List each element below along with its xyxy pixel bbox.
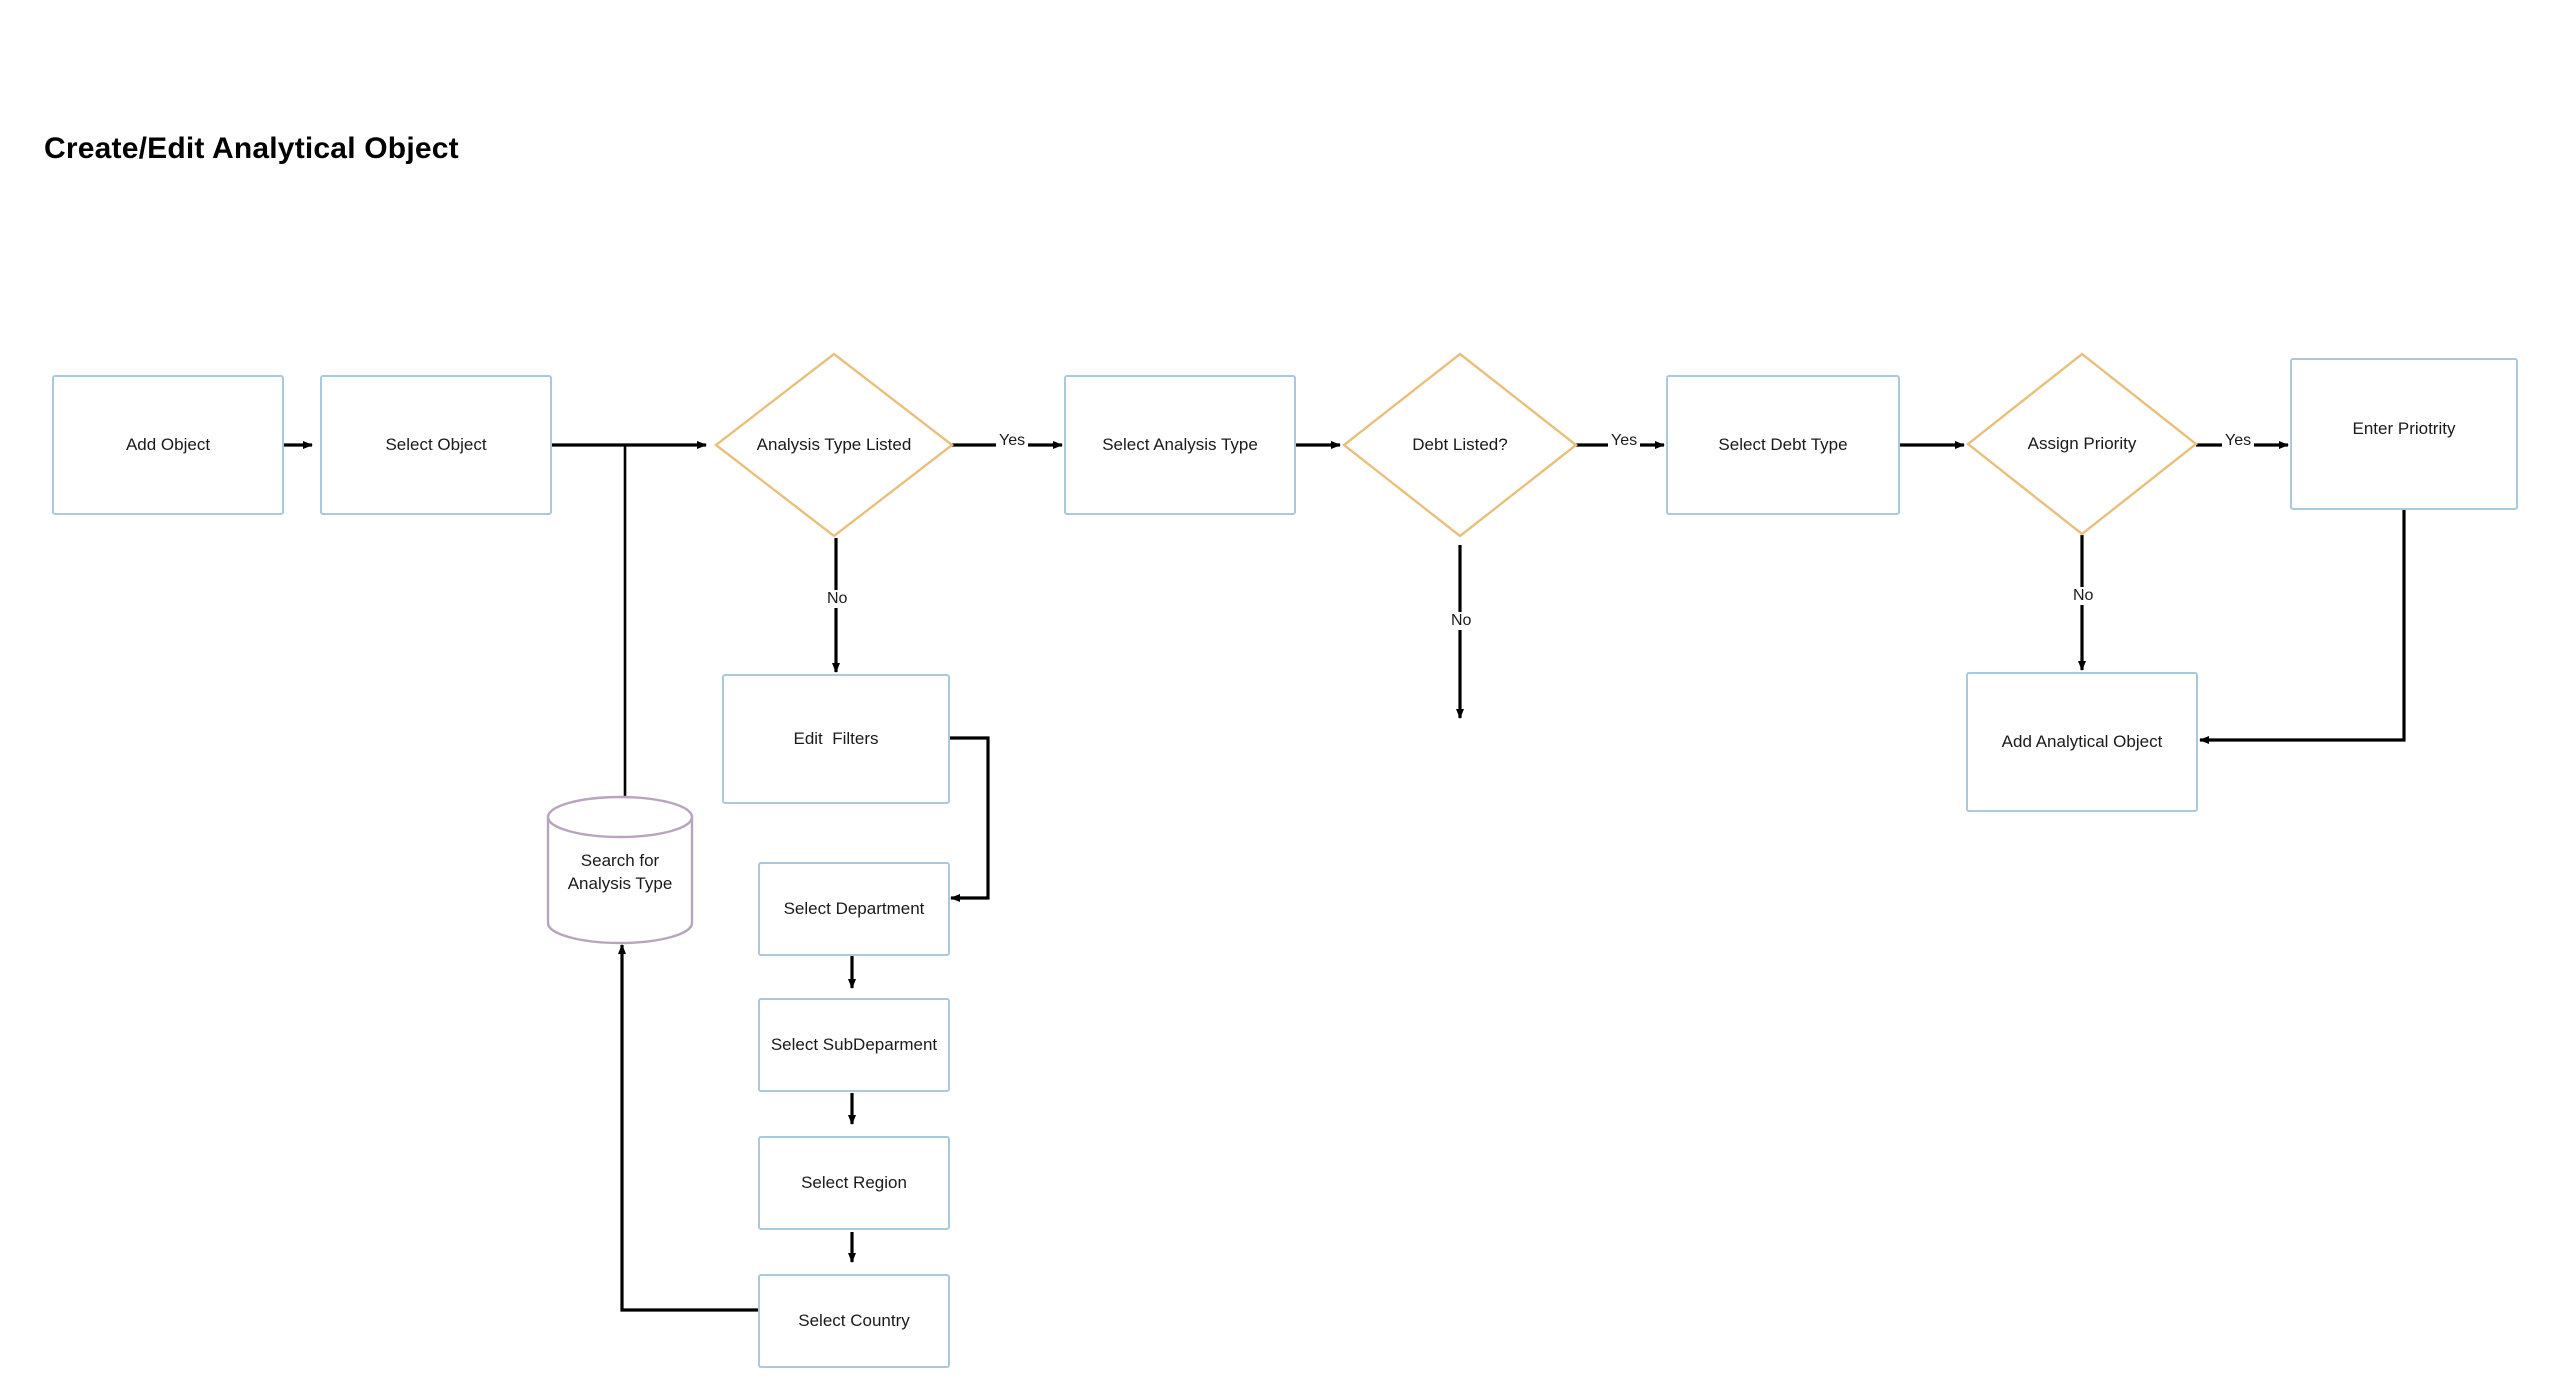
edge-label-no-2: No: [1448, 612, 1475, 630]
node-select-department[interactable]: Select Department: [758, 862, 950, 956]
node-label: Select SubDeparment: [770, 1034, 938, 1054]
node-label: Select Region: [801, 1172, 907, 1192]
node-label: Select Object: [385, 434, 487, 454]
edge-country-to-datastore: [618, 944, 758, 1312]
edge-priotrity-to-add: [2199, 510, 2406, 744]
node-label: Add Analytical Object: [2001, 731, 2163, 751]
node-assign-priority[interactable]: Assign Priority: [1966, 352, 2198, 536]
node-enter-priotrity[interactable]: Enter Priotrity: [2290, 358, 2518, 510]
node-label: Assign Priority: [2027, 434, 2137, 453]
edge-label-no-1: No: [824, 590, 851, 608]
node-select-region[interactable]: Select Region: [758, 1136, 950, 1230]
edge-filters-to-department: [950, 736, 990, 902]
node-select-subdeparment[interactable]: Select SubDeparment: [758, 998, 950, 1092]
node-edit-filters[interactable]: Edit Filters: [722, 674, 950, 804]
node-select-debt-type[interactable]: Select Debt Type: [1666, 375, 1900, 515]
node-label: Add Object: [125, 434, 211, 454]
node-select-object[interactable]: Select Object: [320, 375, 552, 515]
node-label: Select Country: [798, 1310, 910, 1330]
node-label: Analysis Type Listed: [756, 435, 912, 454]
edge-label-yes-1: Yes: [996, 432, 1029, 450]
page-title: Create/Edit Analytical Object: [44, 132, 459, 165]
node-label: Edit Filters: [793, 728, 879, 748]
edge-label-no-3: No: [2070, 587, 2097, 605]
node-add-analytical-object[interactable]: Add Analytical Object: [1966, 672, 2198, 812]
node-label: Debt Listed?: [1412, 435, 1508, 454]
node-select-analysis-type[interactable]: Select Analysis Type: [1064, 375, 1296, 515]
edge-label-yes-3: Yes: [2222, 432, 2255, 450]
node-add-object[interactable]: Add Object: [52, 375, 284, 515]
node-label: Select Debt Type: [1718, 434, 1848, 454]
node-label: Search for Analysis Type: [567, 851, 673, 893]
node-search-analysis-type[interactable]: Search for Analysis Type: [546, 795, 694, 945]
node-analysis-type-listed[interactable]: Analysis Type Listed: [714, 352, 954, 538]
node-select-country[interactable]: Select Country: [758, 1274, 950, 1368]
node-label: Select Analysis Type: [1102, 434, 1258, 454]
node-label: Enter Priotrity: [2352, 419, 2456, 438]
node-debt-listed[interactable]: Debt Listed?: [1342, 352, 1578, 538]
edge-label-yes-2: Yes: [1608, 432, 1641, 450]
node-label: Select Department: [783, 898, 925, 918]
